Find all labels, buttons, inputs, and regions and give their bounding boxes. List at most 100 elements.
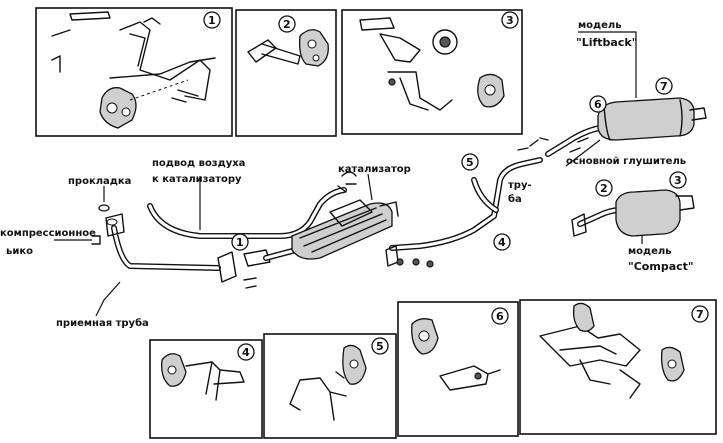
diagram-shape: [487, 369, 501, 375]
diagram-shape: [237, 343, 255, 361]
diagram-shape: [571, 213, 587, 237]
diagram-shape: [493, 233, 511, 251]
diagram-shape: [99, 87, 137, 129]
diagram-shape: [396, 258, 404, 266]
diagram-shape: [439, 365, 489, 391]
diagram-shape: [474, 372, 482, 380]
label-gasket: прокладка: [68, 176, 131, 187]
diagram-shape: [119, 21, 211, 101]
callout-3-compact: 3: [674, 174, 682, 187]
diagram-shape: [217, 251, 237, 283]
diagram-shape: [329, 199, 373, 227]
label-main-muffler: основной глушитель: [566, 156, 686, 167]
catalyst-leader: [367, 173, 373, 201]
diagram-shape: [263, 333, 397, 439]
diagram-shape: [597, 97, 695, 141]
callout-5-main: 5: [466, 156, 474, 169]
intake-pipe-leader: [95, 281, 121, 317]
label-intake-pipe: приемная труба: [56, 317, 149, 329]
diagram-shape: [261, 43, 301, 65]
diagram-shape: [603, 105, 611, 141]
detail-panel-1: 1: [35, 7, 233, 137]
diagram-shape: [667, 359, 677, 369]
diagram-shape: [312, 54, 320, 62]
diagram-shape: [689, 107, 707, 121]
diagram-shape: [572, 302, 595, 332]
diagram-shape: [235, 9, 337, 137]
diagram-shape: [539, 325, 641, 367]
callout-5-bottom: 5: [376, 340, 384, 353]
diagram-shape: [412, 258, 420, 266]
diagram-shape: [517, 137, 549, 151]
gasket-part: [98, 186, 110, 212]
callout-2-compact: 2: [600, 182, 608, 195]
diagram-shape: [388, 78, 396, 86]
diagram-shape: [106, 218, 118, 226]
diagram-shape: [129, 17, 161, 67]
diagram-shape: [472, 178, 498, 212]
liftback-leader: [578, 31, 637, 58]
diagram-shape: [243, 277, 257, 289]
diagram-shape: [359, 17, 395, 31]
catalytic-converter: [263, 171, 399, 261]
label-air-supply-1: подвод воздуха: [152, 158, 245, 169]
main-muffler-leader: [565, 139, 601, 167]
diagram-shape: [264, 248, 298, 260]
label-compression-ring-1: компрессионное: [0, 228, 96, 239]
diagram-shape: [185, 361, 245, 385]
diagram-shape: [91, 235, 101, 245]
main-muffler-liftback: 6 7: [545, 58, 707, 157]
callout-6-main: 6: [594, 98, 602, 111]
diagram-shape: [335, 371, 345, 379]
detail-panel-2: 2: [235, 9, 337, 137]
diagram-shape: [471, 177, 499, 213]
detail-panel-5: 5: [263, 333, 397, 439]
diagram-shape: [439, 36, 451, 48]
callout-1-top: 1: [208, 14, 216, 27]
diagram-shape: [397, 301, 519, 437]
callout-4-bottom: 4: [242, 346, 250, 359]
diagram-shape: [98, 204, 110, 212]
callout-1-main: 1: [236, 236, 244, 249]
center-pipe: 4 5: [385, 137, 549, 268]
label-model-compact-1: модель: [628, 246, 672, 257]
diagram-shape: [418, 330, 430, 342]
diagram-shape: [589, 95, 607, 113]
diagram-shape: [106, 102, 118, 114]
diagram-shape: [105, 213, 125, 237]
callout-6-bottom: 6: [496, 310, 504, 323]
diagram-shape: [171, 89, 199, 103]
compression-ring-part: [54, 235, 101, 245]
diagram-shape: [569, 137, 589, 153]
diagram-shape: [371, 337, 389, 355]
diagram-shape: [619, 369, 641, 399]
diagram-shape: [148, 188, 346, 238]
diagram-shape: [35, 7, 233, 137]
label-model-liftback-1: модель: [578, 20, 622, 31]
label-model-liftback-2: "Liftback": [576, 36, 637, 49]
label-air-supply-2: к катализатору: [152, 174, 242, 185]
diagram-shape: [149, 339, 263, 439]
diagram-shape: [69, 11, 111, 21]
diagram-shape: [519, 299, 717, 435]
label-model-compact-2: "Compact": [628, 260, 694, 273]
diagram-shape: [307, 39, 317, 49]
detail-panel-4: 4: [149, 339, 263, 439]
diagram-shape: [231, 233, 249, 251]
diagram-shape: [349, 359, 359, 369]
label-pipe-1: тру-: [508, 180, 532, 191]
diagram-shape: [669, 171, 687, 189]
diagram-shape: [289, 377, 347, 421]
front-flange: 1: [217, 233, 271, 289]
intake-pipe: [105, 213, 221, 271]
diagram-shape: [655, 77, 673, 95]
diagram-shape: [390, 158, 542, 250]
diagram-shape: [109, 57, 216, 79]
diagram-shape: [203, 11, 221, 29]
diagram-shape: [121, 107, 131, 117]
callout-7-main: 7: [660, 80, 668, 93]
detail-panel-7: 7: [519, 299, 717, 435]
diagram-shape: [675, 195, 695, 211]
muffler-compact: 2 3: [571, 171, 695, 244]
